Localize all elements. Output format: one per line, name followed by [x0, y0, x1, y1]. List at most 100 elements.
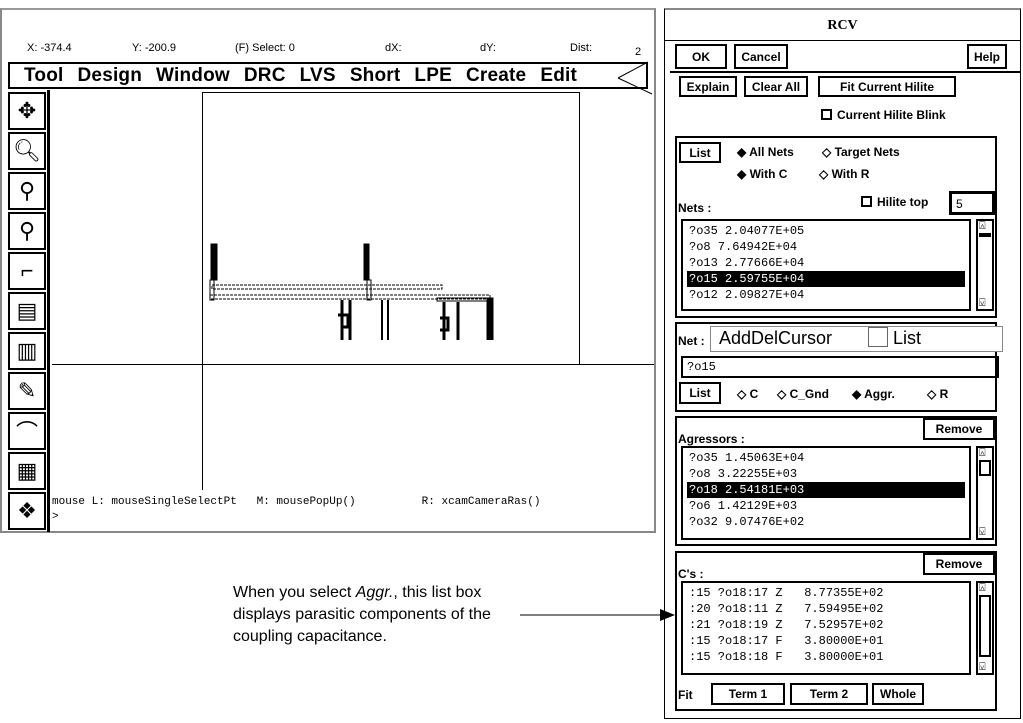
layout-canvas[interactable] [52, 90, 654, 495]
clear-all-button[interactable]: Clear All [744, 76, 808, 97]
aggr-radio[interactable]: ◆ Aggr. [852, 387, 895, 401]
list-item[interactable]: :15 ?o18:18 F 3.80000E+01 [689, 650, 884, 664]
annotation-text: When you select Aggr., this list box dis… [233, 584, 491, 645]
net-list-button[interactable]: List [679, 382, 721, 404]
annotation-arrow [520, 609, 675, 621]
pencil-icon[interactable]: ✎ [8, 372, 46, 410]
list-item[interactable]: :21 ?o18:19 Z 7.52957E+02 [689, 618, 884, 632]
list-item[interactable]: ?o6 1.42129E+03 [689, 499, 798, 513]
fit-label: Fit [678, 688, 693, 702]
list-item[interactable]: ?o35 2.04077E+05 [689, 224, 805, 238]
c-gnd-radio[interactable]: ◇ C_Gnd [777, 387, 829, 401]
with-r-radio[interactable]: ◇ With R [819, 167, 870, 181]
x-coord: X: -374.4 [27, 42, 72, 54]
layers-icon[interactable]: ▤ [8, 292, 46, 330]
fit-term2-button[interactable]: Term 2 [790, 683, 868, 705]
ok-button[interactable]: OK [675, 44, 727, 69]
scroll-up-icon: ⍓ [979, 447, 986, 459]
cs-listbox[interactable]: :15 ?o18:17 Z 8.77355E+02 :20 ?o18:11 Z 7… [681, 581, 971, 675]
help-button[interactable]: Help [967, 44, 1007, 69]
aggressors-scrollbar[interactable]: ⍓⍌ [976, 446, 994, 540]
list-item[interactable]: ?o8 3.22255E+03 [689, 467, 798, 481]
aggressors-remove-button[interactable]: Remove [923, 418, 995, 440]
cs-remove-button[interactable]: Remove [923, 553, 995, 575]
list-item[interactable]: ?o32 9.07476E+02 [689, 515, 805, 529]
pointer-icon[interactable]: ✥ [8, 92, 46, 130]
cs-group: C's : Remove :15 ?o18:17 Z 8.77355E+02:2… [675, 551, 997, 711]
mouse-binding-line: mouse L: mouseSingleSelectPt M: mousePop… [52, 496, 541, 508]
aggressors-group: Agressors : Remove ?o35 1.45063E+04 ?o8 3… [675, 416, 997, 546]
list-item[interactable]: ?o35 1.45063E+04 [689, 451, 805, 465]
cell-icon[interactable]: ❖ [8, 492, 46, 530]
nets-group: List ◆ All Nets ◇ Target Nets ◆ With C ◇… [675, 136, 997, 318]
menu-short[interactable]: Short [349, 64, 401, 86]
menu-lpe[interactable]: LPE [414, 64, 452, 86]
rcv-dialog: RCV OK Cancel Help Explain Clear All Fit… [664, 8, 1021, 719]
select-count: (F) Select: 0 [235, 42, 295, 54]
dialog-title: RCV [827, 18, 858, 33]
all-nets-radio[interactable]: ◆ All Nets [737, 145, 794, 159]
zoom-fit-icon[interactable]: 🔍︎ [8, 132, 46, 170]
scroll-down-icon: ⍌ [979, 526, 986, 538]
menu-tool[interactable]: Tool [24, 64, 64, 86]
zoom-in-icon[interactable]: ⚲ [8, 172, 46, 210]
list-item[interactable]: ?o12 2.09827E+04 [689, 288, 805, 302]
c-radio[interactable]: ◇ C [737, 387, 759, 401]
aggressors-listbox[interactable]: ?o35 1.45063E+04 ?o8 3.22255E+03?o18 2.54… [681, 446, 971, 540]
console-prompt[interactable]: > [52, 511, 59, 523]
net-label: Net : [678, 334, 705, 348]
menu-edit[interactable]: Edit [540, 64, 578, 86]
menu-lvs[interactable]: LVS [299, 64, 336, 86]
ruler-icon[interactable]: ⌐ [8, 252, 46, 290]
hilite-top-input[interactable]: 5 [949, 191, 995, 215]
menu-design[interactable]: Design [77, 64, 143, 86]
layout-window: X: -374.4 Y: -200.9 (F) Select: 0 dX: dY… [0, 8, 656, 533]
zoom-out-icon[interactable]: ⚲ [8, 212, 46, 250]
target-nets-radio[interactable]: ◇ Target Nets [822, 145, 900, 159]
toolbar: ✥ 🔍︎ ⚲ ⚲ ⌐ ▤ ▥ ✎ ⌒ ▦ ❖ [6, 90, 50, 532]
scroll-up-icon: ⍓ [979, 220, 986, 232]
nets-scrollbar[interactable]: ⍓⍌ [976, 219, 994, 311]
callout-lines [617, 61, 653, 95]
blink-label: Current Hilite Blink [837, 108, 946, 122]
menu-window[interactable]: Window [156, 64, 230, 86]
nets-label: Nets : [678, 201, 712, 215]
layers-alt-icon[interactable]: ▥ [8, 332, 46, 370]
menu-drc[interactable]: DRC [243, 64, 286, 86]
dist: Dist: [570, 42, 592, 54]
list-item[interactable]: ?o18 2.54181E+03 [687, 482, 965, 498]
cancel-button[interactable]: Cancel [734, 44, 788, 69]
list-item[interactable]: ?o13 2.77666E+04 [689, 256, 805, 270]
cs-scrollbar[interactable]: ⍓⍌ [976, 581, 994, 675]
nets-list-button[interactable]: List [679, 142, 721, 163]
hilite-top-checkbox[interactable]: Hilite top [861, 195, 928, 209]
scroll-down-icon: ⍌ [979, 297, 986, 309]
dx: dX: [385, 42, 402, 54]
list-item[interactable]: ?o8 7.64942E+04 [689, 240, 798, 254]
scroll-down-icon: ⍌ [979, 661, 986, 673]
nets-listbox[interactable]: ?o35 2.04077E+05 ?o8 7.64942E+04 ?o13 2.77… [681, 219, 971, 311]
fit-whole-button[interactable]: Whole [872, 683, 924, 705]
fit-term1-button[interactable]: Term 1 [711, 683, 785, 705]
with-c-radio[interactable]: ◆ With C [737, 167, 788, 181]
r-radio[interactable]: ◇ R [927, 387, 949, 401]
fit-current-hilite-button[interactable]: Fit Current Hilite [818, 76, 956, 97]
list-item[interactable]: ?o15 2.59755E+04 [687, 271, 965, 287]
aggressors-label: Agressors : [678, 432, 745, 446]
grid-icon[interactable]: ▦ [8, 452, 46, 490]
current-hilite-blink-checkbox[interactable]: Current Hilite Blink [821, 108, 946, 122]
arc-icon[interactable]: ⌒ [8, 412, 46, 450]
explain-button[interactable]: Explain [679, 76, 737, 97]
callout-number: 2 [635, 46, 642, 58]
dy: dY: [480, 42, 496, 54]
crosshair-h [52, 364, 654, 365]
list-item[interactable]: :15 ?o18:17 F 3.80000E+01 [689, 634, 884, 648]
scroll-up-icon: ⍓ [979, 582, 986, 594]
net-input[interactable]: ?o15 [681, 356, 999, 378]
menu-create[interactable]: Create [465, 64, 527, 86]
console: mouse L: mouseSingleSelectPt M: mousePop… [52, 496, 652, 523]
list-item[interactable]: :20 ?o18:11 Z 7.59495E+02 [689, 602, 884, 616]
list-item[interactable]: :15 ?o18:17 Z 8.77355E+02 [689, 586, 884, 600]
crosshair-v [202, 364, 203, 490]
